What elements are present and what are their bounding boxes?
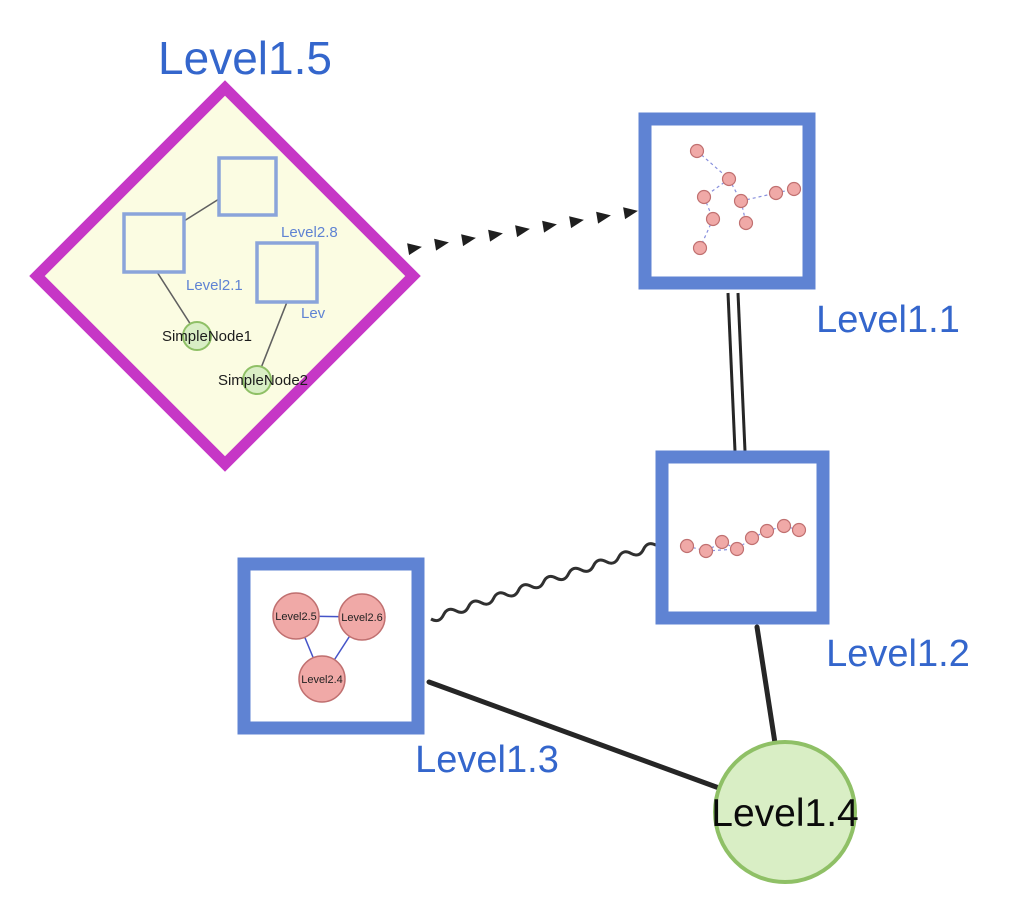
label-simple-node-1: SimpleNode1 xyxy=(162,328,252,345)
edge-level13-level12[interactable] xyxy=(430,542,657,623)
node-level1-5[interactable]: Level2.8 Level2.1 Lev SimpleNode1 Simple… xyxy=(29,80,421,472)
group-node-lev[interactable] xyxy=(255,241,319,304)
label-level1-4: Level1.4 xyxy=(711,792,858,835)
level1-2-subgraph xyxy=(679,518,807,559)
node-level1-1[interactable] xyxy=(638,112,816,290)
mini-node[interactable] xyxy=(692,240,708,256)
mini-node[interactable] xyxy=(698,543,714,559)
edge-level11-level12[interactable] xyxy=(726,292,747,452)
mini-node[interactable] xyxy=(791,522,807,538)
label-level2-8: Level2.8 xyxy=(281,224,338,241)
mini-node[interactable] xyxy=(696,189,712,205)
node-level1-3[interactable]: Level2.5 Level2.6 Level2.4 xyxy=(237,557,425,735)
label-level2-6: Level2.6 xyxy=(341,612,383,624)
child-node-level2-4[interactable] xyxy=(298,655,346,703)
mini-node[interactable] xyxy=(738,215,754,231)
mini-node[interactable] xyxy=(786,181,802,197)
simple-node-1[interactable] xyxy=(182,321,212,351)
label-lev: Lev xyxy=(301,305,326,322)
label-level1-1: Level1.1 xyxy=(816,299,960,341)
edge-level13-level14[interactable] xyxy=(426,679,722,791)
child-node-level2-6[interactable] xyxy=(338,593,386,641)
mini-node[interactable] xyxy=(679,538,695,554)
label-level2-4: Level2.4 xyxy=(301,674,343,686)
label-level2-5: Level2.5 xyxy=(275,611,317,623)
mini-node[interactable] xyxy=(776,518,792,534)
level1-1-subgraph xyxy=(689,143,802,256)
label-level1-3: Level1.3 xyxy=(415,739,559,781)
mini-node[interactable] xyxy=(689,143,705,159)
node-level1-2[interactable] xyxy=(655,450,830,625)
node-level1-4[interactable]: Level1.4 xyxy=(711,740,859,884)
group-node-level2-8[interactable] xyxy=(217,156,278,217)
mini-node[interactable] xyxy=(733,193,749,209)
mini-node[interactable] xyxy=(705,211,721,227)
label-simple-node-2: SimpleNode2 xyxy=(218,372,308,389)
group-node-level2-1[interactable] xyxy=(122,212,186,274)
simple-node-2[interactable] xyxy=(242,365,272,395)
mini-node[interactable] xyxy=(729,541,745,557)
mini-node[interactable] xyxy=(768,185,784,201)
label-level2-1: Level2.1 xyxy=(186,277,243,294)
label-level1-5: Level1.5 xyxy=(158,32,332,84)
mini-node[interactable] xyxy=(759,523,775,539)
child-node-level2-5[interactable] xyxy=(272,592,320,640)
label-level1-2: Level1.2 xyxy=(826,633,970,675)
mini-node[interactable] xyxy=(744,530,760,546)
edge-level12-level14[interactable] xyxy=(754,624,778,746)
edge-level15-level11[interactable] xyxy=(407,207,638,256)
mini-node[interactable] xyxy=(714,534,730,550)
mini-node[interactable] xyxy=(721,171,737,187)
